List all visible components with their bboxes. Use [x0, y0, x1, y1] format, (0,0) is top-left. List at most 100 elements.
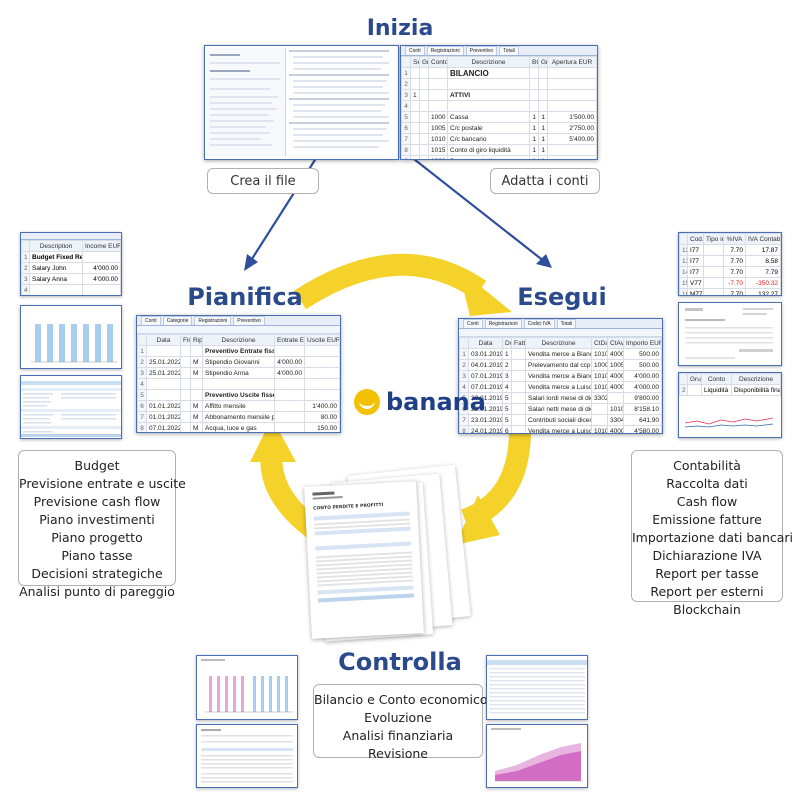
budget-tab[interactable]: Conti	[141, 316, 161, 325]
table-row: 4	[21, 284, 121, 295]
execute-activity-item: Importazione dati bancari	[632, 530, 794, 545]
stage-title-execute: Esegui	[517, 283, 607, 311]
accounts-table: Sezione Gruppo Conto Descrizione BClasse…	[401, 56, 597, 159]
budget-small-col-header: Description	[29, 240, 83, 252]
plan-activity-item: Previsione entrate e uscite	[19, 476, 186, 491]
accounts-tab[interactable]: Conti	[405, 46, 425, 55]
report-front-page: CONTO PERDITE E PROFITTI	[304, 481, 424, 639]
accounts-table-screenshot: Conti Registrazioni Preventivo Totali Se…	[400, 45, 598, 160]
liquidity-screenshot: Gru Conto Descrizione 2 Liquidità Dispon…	[678, 372, 782, 438]
accounts-tab[interactable]: Totali	[499, 46, 519, 55]
budget-tab[interactable]: Preventivo	[233, 316, 265, 325]
vat-col-header: Tipo imp.	[703, 233, 724, 245]
banana-logo: banana	[354, 388, 486, 416]
journal-tab[interactable]: Conti	[463, 319, 483, 328]
execute-activity-item: Report per tasse	[655, 566, 759, 581]
stage-title-plan: Pianifica	[187, 283, 303, 311]
table-row: 91200Scorte prodotti11	[401, 155, 597, 159]
execute-activity-item: Dichiarazione IVA	[652, 548, 762, 563]
table-row: 4	[401, 100, 597, 112]
accounts-col-header: BClasse	[529, 56, 539, 68]
journal-col-header: Data	[468, 337, 503, 349]
execute-activities-box: Contabilità Raccolta dati Cash flow Emis…	[631, 450, 794, 617]
create-file-button[interactable]: Crea il file	[207, 168, 319, 194]
journal-tab[interactable]: Registrazioni	[484, 319, 522, 328]
accounts-col-header: Apertura EUR	[547, 56, 597, 68]
journal-col-header: CtDare	[591, 337, 608, 349]
journal-screenshot: Conti Registrazioni Codici IVA Totali Da…	[458, 318, 663, 434]
plan-activity-item: Analisi punto di pareggio	[19, 584, 175, 599]
execute-activity-item: Raccolta dati	[666, 476, 748, 491]
mini-bar-chart	[31, 324, 117, 363]
table-row: 4	[137, 378, 340, 390]
budget-col-header: Descrizione	[202, 334, 275, 346]
budget-small-col-header: Income EUR	[82, 240, 121, 252]
control-table-screenshot	[486, 655, 588, 720]
plan-activity-item: Budget	[74, 458, 120, 473]
banana-logo-text: banana	[386, 388, 486, 416]
stage-title-start: Inizia	[366, 16, 434, 41]
budget-col-header: Ripeti	[190, 334, 203, 346]
budget-bar-chart-screenshot	[20, 305, 122, 369]
budget-col-header: Fine	[180, 334, 191, 346]
liquidity-col-header: Conto	[701, 373, 732, 385]
vat-col-header: Cod. IVA	[687, 233, 704, 245]
accounts-tab[interactable]: Preventivo	[465, 46, 498, 55]
table-row: 2	[401, 78, 597, 90]
report-title: CONTO PERDITE E PROFITTI	[313, 502, 384, 512]
journal-tab[interactable]: Codici IVA	[523, 319, 555, 328]
budget-table: Data Fine Ripeti Descrizione Entrate EUR…	[137, 334, 340, 432]
liquidity-col-header: Descrizione	[731, 373, 781, 385]
control-activity-item: Revisione	[368, 746, 428, 761]
accounts-col-header: Sezione	[410, 56, 420, 68]
accounts-tab[interactable]: Registrazioni	[426, 46, 464, 55]
vat-col-header: %IVA	[723, 233, 746, 245]
budget-table-screenshot	[20, 375, 122, 439]
accounts-col-header: Gruppo	[419, 56, 429, 68]
execute-activity-item: Cash flow	[676, 494, 738, 509]
accounts-col-header: Conto	[428, 56, 448, 68]
plan-activity-item: Piano tasse	[61, 548, 133, 563]
control-activities-box: Bilancio e Conto economico Evoluzione An…	[313, 684, 488, 761]
journal-table: Data Doc Fattura Descrizione CtDare CtAv…	[459, 337, 662, 433]
journal-col-header: Descrizione	[525, 337, 592, 349]
stage-title-control: Controlla	[338, 648, 462, 676]
control-activity-item: Evoluzione	[364, 710, 432, 725]
journal-tab[interactable]: Totali	[556, 319, 577, 328]
plan-activity-item: Decisioni strategiche	[31, 566, 163, 581]
budget-col-header: Uscite EUR	[304, 334, 340, 346]
control-bar-chart-screenshot	[196, 655, 298, 720]
journal-col-header: Importo EUR	[623, 337, 662, 349]
control-area-chart-screenshot	[486, 724, 588, 788]
plan-activity-item: Piano progetto	[51, 530, 143, 545]
budget-tab[interactable]: Categorie	[162, 316, 193, 325]
control-report-screenshot	[196, 724, 298, 788]
execute-activity-item: Contabilità	[673, 458, 741, 473]
adapt-accounts-button[interactable]: Adatta i conti	[490, 168, 600, 194]
accounts-col-header: Gr	[538, 56, 548, 68]
execute-activity-item: Report per esterni	[650, 584, 764, 599]
budget-tab[interactable]: Registrazioni	[194, 316, 232, 325]
vat-codes-screenshot: Cod. IVA Tipo imp. %IVA IVA Contab. CHF …	[678, 232, 782, 296]
execute-activity-item: Emissione fatture	[652, 512, 762, 527]
plan-activities-box: Budget Previsione entrate e uscite Previ…	[18, 450, 186, 599]
